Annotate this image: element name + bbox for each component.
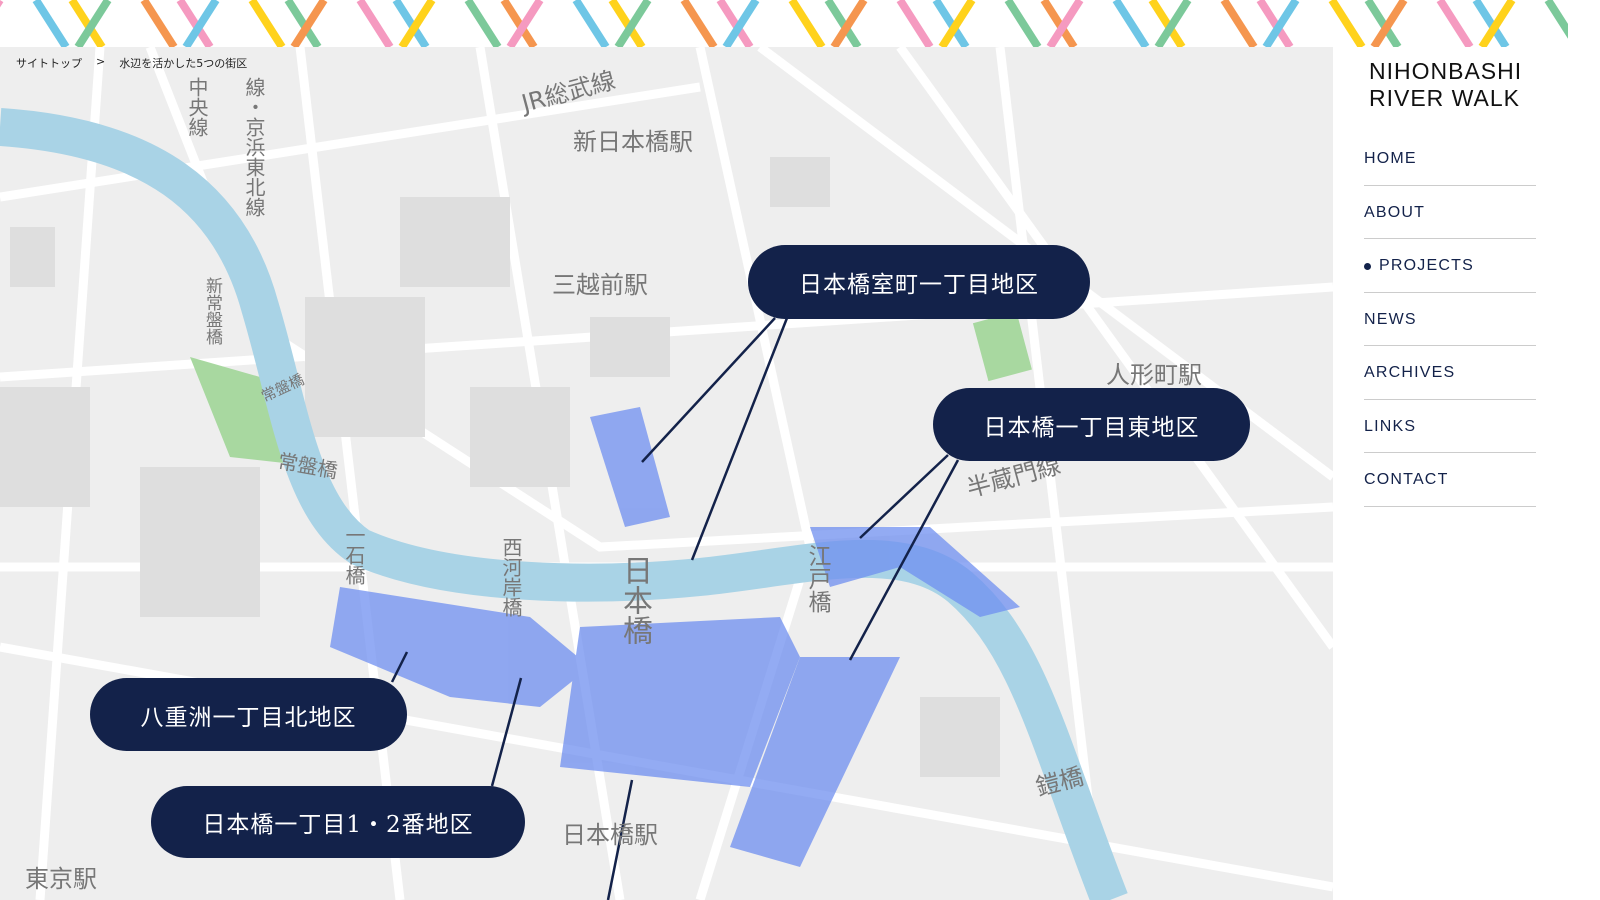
- stripe: [614, 0, 652, 47]
- stripe: [74, 0, 112, 47]
- nav-contact[interactable]: CONTACT: [1364, 453, 1536, 507]
- nav-links[interactable]: LINKS: [1364, 400, 1536, 453]
- map-label: 中央線: [185, 77, 209, 137]
- stripe: [896, 0, 934, 47]
- map-label: 一石橋: [342, 525, 366, 585]
- breadcrumb-home-link[interactable]: サイトトップ: [16, 57, 82, 70]
- map-label: 線・京浜東北線: [242, 77, 266, 217]
- stripe: [722, 0, 760, 47]
- map-label: 新日本橋駅: [573, 128, 693, 156]
- stripe: [1046, 0, 1084, 47]
- stripe: [1328, 0, 1366, 47]
- stripe: [506, 0, 544, 47]
- stripe: [356, 0, 394, 47]
- stripe: [1370, 0, 1408, 47]
- map-label: 西河岸橋: [499, 537, 523, 617]
- nav-home[interactable]: HOME: [1364, 132, 1536, 186]
- highlighted-areas: [330, 407, 1020, 867]
- breadcrumb: サイトトップ > 水辺を活かした5つの街区: [16, 55, 247, 71]
- stripe: [608, 0, 646, 47]
- stripe: [398, 0, 436, 47]
- stripe: [1544, 0, 1568, 39]
- stripe: [1364, 0, 1402, 47]
- stripe: [1256, 0, 1294, 47]
- stripe: [500, 0, 538, 47]
- river: [0, 108, 1128, 900]
- district-pill-muromachi[interactable]: 日本橋室町一丁目地区: [748, 245, 1090, 319]
- stripe: [290, 0, 328, 47]
- stripe: [182, 0, 220, 47]
- stripe: [1004, 0, 1042, 47]
- leader-lines: [390, 317, 960, 900]
- stripe: [1112, 0, 1150, 47]
- stripe: [938, 0, 976, 47]
- breadcrumb-separator: >: [96, 55, 106, 68]
- map-label: 日本橋駅: [562, 821, 658, 849]
- stripe: [392, 0, 430, 47]
- stripe: [1148, 0, 1186, 47]
- breadcrumb-current: 水辺を活かした5つの街区: [119, 57, 248, 70]
- district-pill-nihonbashi-1-2[interactable]: 日本橋一丁目1・2番地区: [151, 786, 525, 858]
- main-nav: HOME ABOUT PROJECTS NEWS ARCHIVES LINKS …: [1364, 132, 1536, 507]
- nav-projects[interactable]: PROJECTS: [1364, 239, 1536, 293]
- stripe: [32, 0, 70, 47]
- site-logo[interactable]: NIHONBASHI RIVER WALK: [1369, 58, 1522, 112]
- stripe: [680, 0, 718, 47]
- map-label: 三越前駅: [552, 271, 648, 299]
- active-dot-icon: [1364, 262, 1371, 270]
- stripe: [1472, 0, 1510, 47]
- district-pill-east[interactable]: 日本橋一丁目東地区: [933, 388, 1250, 461]
- decorative-stripe-banner: [0, 0, 1568, 47]
- stripe: [932, 0, 970, 47]
- logo-line1: NIHONBASHI: [1369, 58, 1523, 84]
- buildings: [0, 157, 1000, 777]
- stripe: [788, 0, 826, 47]
- stripe: [824, 0, 862, 47]
- nav-news[interactable]: NEWS: [1364, 293, 1536, 346]
- stripe: [176, 0, 214, 47]
- stripe: [1154, 0, 1192, 47]
- stripe: [1040, 0, 1078, 47]
- stripe: [284, 0, 322, 47]
- stripe: [572, 0, 610, 47]
- stripe: [1436, 0, 1474, 47]
- stripe: [1478, 0, 1516, 47]
- stripe: [68, 0, 106, 47]
- stripe: [830, 0, 868, 47]
- stripe: [1220, 0, 1258, 47]
- nav-archives[interactable]: ARCHIVES: [1364, 346, 1536, 400]
- map-label: 東京駅: [25, 865, 97, 893]
- sidebar: NIHONBASHI RIVER WALK HOME ABOUT PROJECT…: [1333, 47, 1568, 900]
- map-label: 江戸橋: [804, 544, 830, 613]
- map-label: 日本橋: [617, 555, 652, 645]
- nav-about[interactable]: ABOUT: [1364, 186, 1536, 239]
- district-pill-yaesu[interactable]: 八重洲一丁目北地区: [90, 678, 407, 751]
- stripe: [140, 0, 178, 47]
- logo-line2: RIVER WALK: [1369, 85, 1521, 111]
- stripe: [1262, 0, 1300, 47]
- map-label: 新常盤橋: [202, 277, 222, 345]
- map-label: 人形町駅: [1106, 361, 1202, 389]
- stripe: [464, 0, 502, 47]
- stripe: [716, 0, 754, 47]
- map-graphics: [0, 47, 1333, 900]
- district-map[interactable]: JR総武線 新日本橋駅 三越前駅 人形町駅 半蔵門線 常盤橋 常盤橋 新常盤橋 …: [0, 47, 1333, 900]
- stripe: [248, 0, 286, 47]
